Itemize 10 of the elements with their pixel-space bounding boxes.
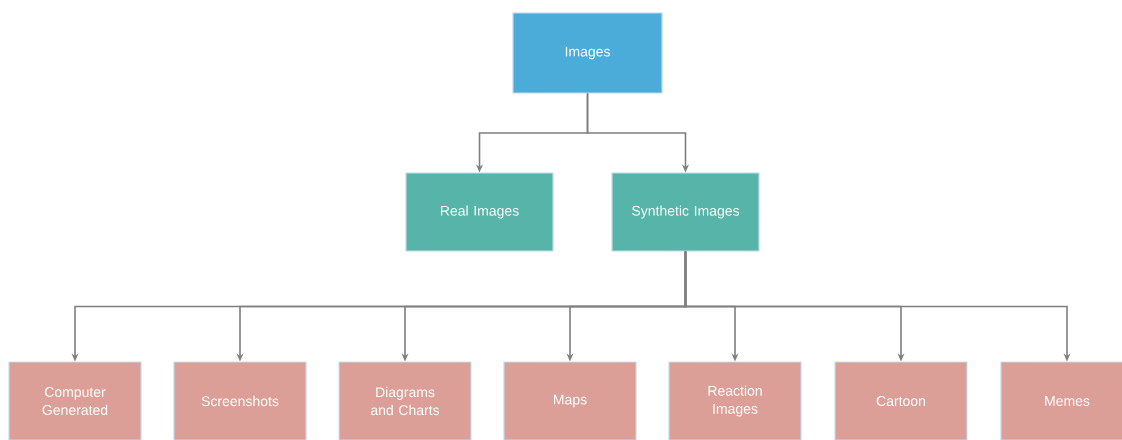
category-box: Computer Generated [8, 361, 142, 440]
category-box: Diagrams and Charts [338, 361, 472, 440]
category-box: Screenshots [173, 361, 307, 440]
category-box: Real Images [405, 172, 554, 252]
category-box: Synthetic Images [611, 172, 760, 252]
category-box: Images [512, 12, 663, 94]
category-box: Memes [1000, 361, 1122, 440]
category-box: Reaction Images [668, 361, 802, 440]
category-box: Cartoon [834, 361, 968, 440]
category-box: Maps [503, 361, 637, 440]
